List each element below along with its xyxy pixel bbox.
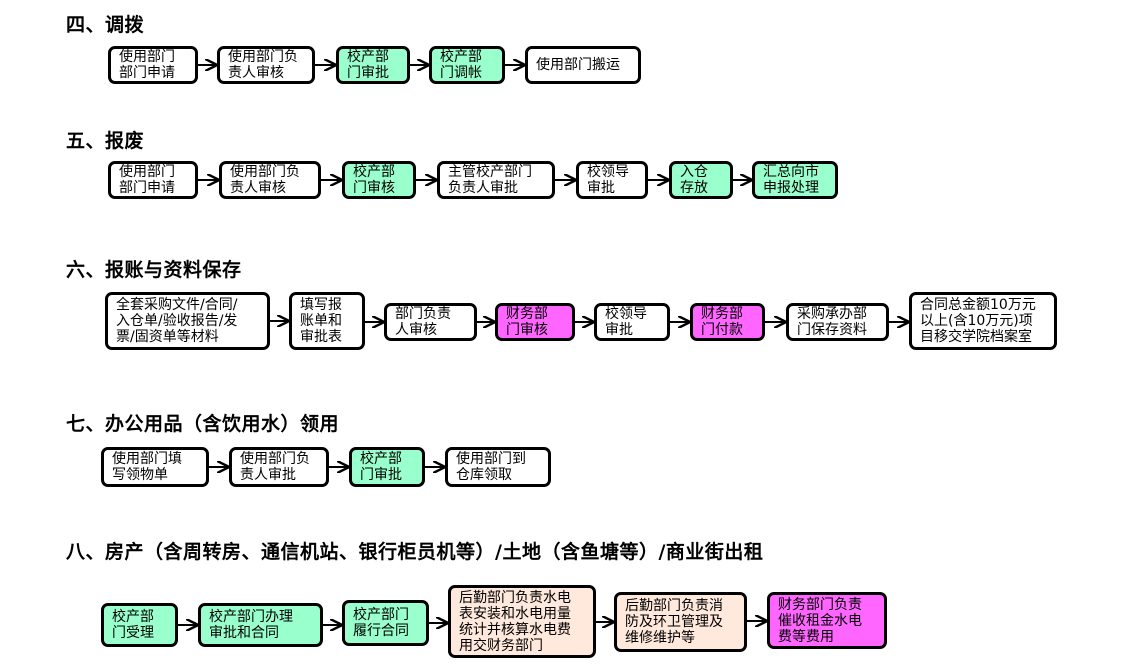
flow-step-label: 使用部门负 责人审核 [230,164,300,196]
heading-section-5: 五、报废 [66,130,145,152]
flow-step-s6-8: 合同总金额10万元 以上(含10万元)项 目移交学院档案室 [909,292,1057,350]
flow-step-label: 使用部门 部门申请 [119,49,175,81]
flow-step-s4-1: 使用部门 部门申请 [108,46,198,84]
flow-step-label: 使用部门到 仓库领取 [456,451,526,483]
flow-step-s5-5: 校领导 审批 [576,161,648,199]
flow-step-s7-2: 使用部门负 责人审批 [229,447,329,487]
flow-step-label: 汇总向市 申报处理 [763,164,819,196]
flow-step-label: 主管校产部门 负责人审批 [448,164,532,196]
flow-step-label: 使用部门负 责人审批 [240,451,310,483]
flow-step-label: 财务部 门审核 [506,306,548,338]
flow-step-s6-2: 填写报 账单和 审批表 [289,292,365,350]
flow-step-label: 校产部 门审核 [353,164,395,196]
flow-step-s7-3: 校产部 门审批 [349,447,425,487]
flow-step-label: 合同总金额10万元 以上(含10万元)项 目移交学院档案室 [920,297,1036,345]
flow-step-s7-4: 使用部门到 仓库领取 [445,447,551,487]
flow-step-label: 入仓 存放 [680,164,708,196]
flow-step-s5-4: 主管校产部门 负责人审批 [437,161,555,199]
flow-step-label: 使用部门搬运 [536,57,620,73]
flow-step-label: 全套采购文件/合同/ 入仓单/验收报告/发 票/固资单等材料 [116,297,238,345]
flow-step-s8-4: 后勤部门负责水电 表安装和水电用量 统计并核算水电费 用交财务部门 [448,585,596,658]
flow-step-s7-1: 使用部门填 写领物单 [101,447,209,487]
flow-step-label: 财务部 门付款 [701,306,743,338]
flow-step-label: 使用部门填 写领物单 [112,451,182,483]
flow-step-s6-6: 财务部 门付款 [690,303,765,341]
flow-step-s8-6: 财务部门负责 催收租金水电 费等费用 [767,592,887,649]
flow-step-label: 财务部门负责 催收租金水电 费等费用 [778,596,862,645]
flow-step-s4-3: 校产部 门审批 [336,46,410,84]
flow-step-label: 校产部 门审批 [347,49,389,81]
flow-step-s8-5: 后勤部门负责消 防及环卫管理及 维修维护等 [614,592,747,652]
flow-step-s6-7: 采购承办部 门保存资料 [786,303,889,341]
flow-step-label: 校产部门办理 审批和合同 [209,609,293,641]
flow-step-s6-3: 部门负责 人审核 [384,303,477,341]
flow-step-label: 校产部门 履行合同 [353,607,409,639]
flow-step-label: 校领导 审批 [587,164,629,196]
flow-step-label: 使用部门负 责人审核 [228,49,298,81]
flow-step-label: 采购承办部 门保存资料 [797,306,867,338]
heading-section-8: 八、房产（含周转房、通信机站、银行柜员机等）/土地（含鱼塘等）/商业街出租 [66,541,764,563]
heading-section-4: 四、调拨 [66,14,145,36]
flow-step-s8-2: 校产部门办理 审批和合同 [198,603,323,647]
flow-step-s6-1: 全套采购文件/合同/ 入仓单/验收报告/发 票/固资单等材料 [105,292,270,350]
flow-step-label: 填写报 账单和 审批表 [300,297,342,345]
flow-step-s5-6: 入仓 存放 [669,161,733,199]
flow-step-s5-1: 使用部门 部门申请 [108,161,198,199]
flow-step-s6-5: 校领导 审批 [594,303,670,341]
flow-step-label: 后勤部门负责水电 表安装和水电用量 统计并核算水电费 用交财务部门 [459,589,571,654]
heading-section-7: 七、办公用品（含饮用水）领用 [66,413,340,435]
flow-step-s8-3: 校产部门 履行合同 [342,600,429,646]
flow-step-s4-5: 使用部门搬运 [525,46,641,84]
flow-step-s8-1: 校产部 门受理 [101,603,178,647]
flow-step-label: 校产部 门调帐 [440,49,482,81]
flow-step-label: 校产部 门审批 [360,451,402,483]
flow-step-s5-3: 校产部 门审核 [342,161,416,199]
flow-step-label: 校领导 审批 [605,306,647,338]
flow-step-label: 校产部 门受理 [112,609,154,641]
flow-step-label: 使用部门 部门申请 [119,164,175,196]
flow-step-label: 后勤部门负责消 防及环卫管理及 维修维护等 [625,598,723,646]
flow-step-s5-7: 汇总向市 申报处理 [752,161,838,199]
flow-step-s4-2: 使用部门负 责人审核 [217,46,315,84]
flow-step-s5-2: 使用部门负 责人审核 [219,161,321,199]
flow-step-s4-4: 校产部 门调帐 [429,46,505,84]
flow-step-s6-4: 财务部 门审核 [495,303,575,341]
heading-section-6: 六、报账与资料保存 [66,259,242,281]
flow-step-label: 部门负责 人审核 [395,306,451,338]
